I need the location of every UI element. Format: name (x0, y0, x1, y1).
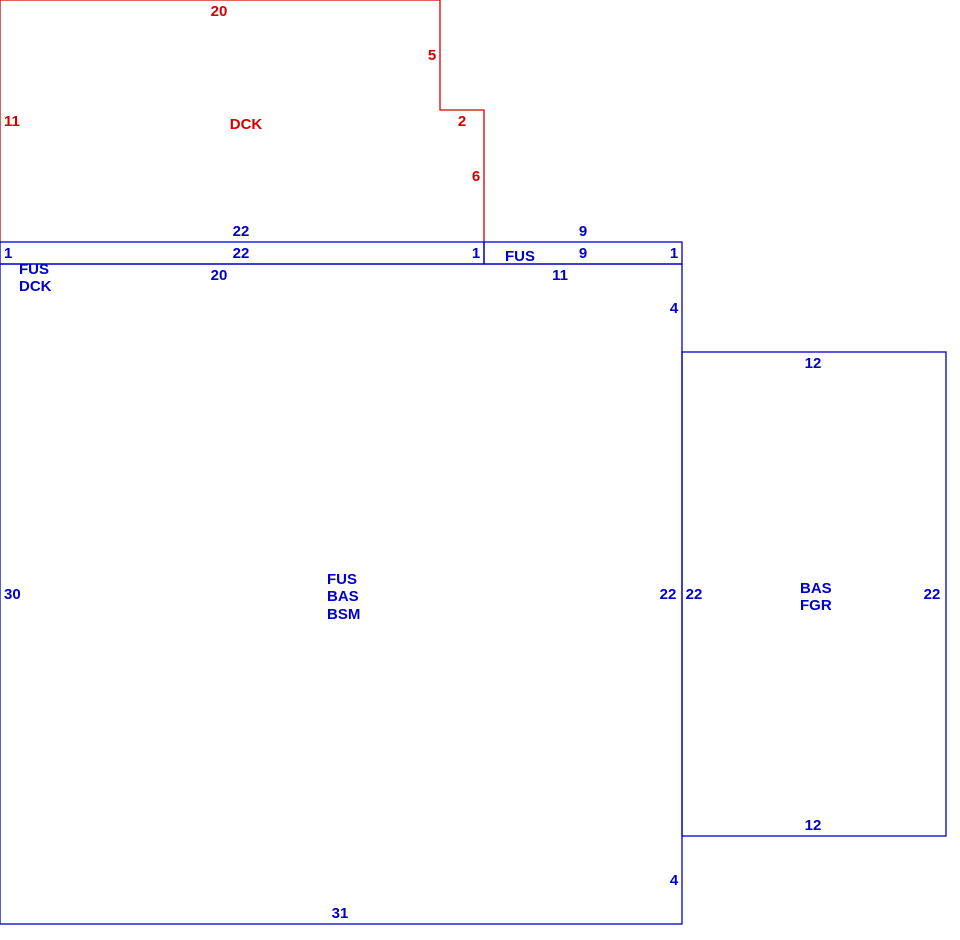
deck-dim-right-upper: 5 (428, 47, 436, 64)
main-dim-bottom: 31 (332, 905, 349, 922)
strip-left-dim-bottom: 20 (211, 267, 228, 284)
main-dim-right-lower: 4 (670, 872, 679, 889)
deck-dim-left: 11 (4, 113, 20, 130)
garage-dim-right: 22 (924, 586, 941, 603)
garage-dim-bottom: 12 (805, 817, 822, 834)
garage-label-1: BAS (800, 580, 832, 597)
strip-left-label-2: DCK (19, 278, 52, 295)
garage-label-2: FGR (800, 597, 832, 614)
deck-dim-bottom: 22 (233, 223, 250, 240)
strip-right-dim-right: 1 (670, 245, 678, 262)
garage-dim-left: 22 (686, 586, 703, 603)
main-dim-right-mid: 22 (660, 586, 677, 603)
strip-right-dim-top-outer: 9 (579, 223, 587, 240)
garage-dim-top: 12 (805, 355, 822, 372)
main-dim-left: 30 (4, 586, 21, 603)
strip-right-dim-top-inner: 9 (579, 245, 587, 262)
deck-dim-right-lower: 6 (472, 168, 480, 185)
main-label-3: BSM (327, 606, 360, 623)
strip-left-dim-left: 1 (4, 245, 12, 262)
deck-dim-top: 20 (211, 3, 228, 20)
main-label-1: FUS (327, 571, 357, 588)
main-label-2: BAS (327, 588, 359, 605)
strip-left-dim-top: 22 (233, 245, 250, 262)
deck-dim-step: 2 (458, 113, 466, 130)
strip-left-dim-right: 1 (472, 245, 480, 262)
strip-right-dim-bottom: 11 (552, 267, 568, 284)
deck-area-label: DCK (230, 116, 263, 133)
deck-outline (0, 0, 485, 242)
strip-right-label: FUS (505, 248, 535, 265)
main-dim-right-upper: 4 (670, 300, 679, 317)
strip-left-label-1: FUS (19, 261, 49, 278)
garage-outline (681, 351, 947, 837)
